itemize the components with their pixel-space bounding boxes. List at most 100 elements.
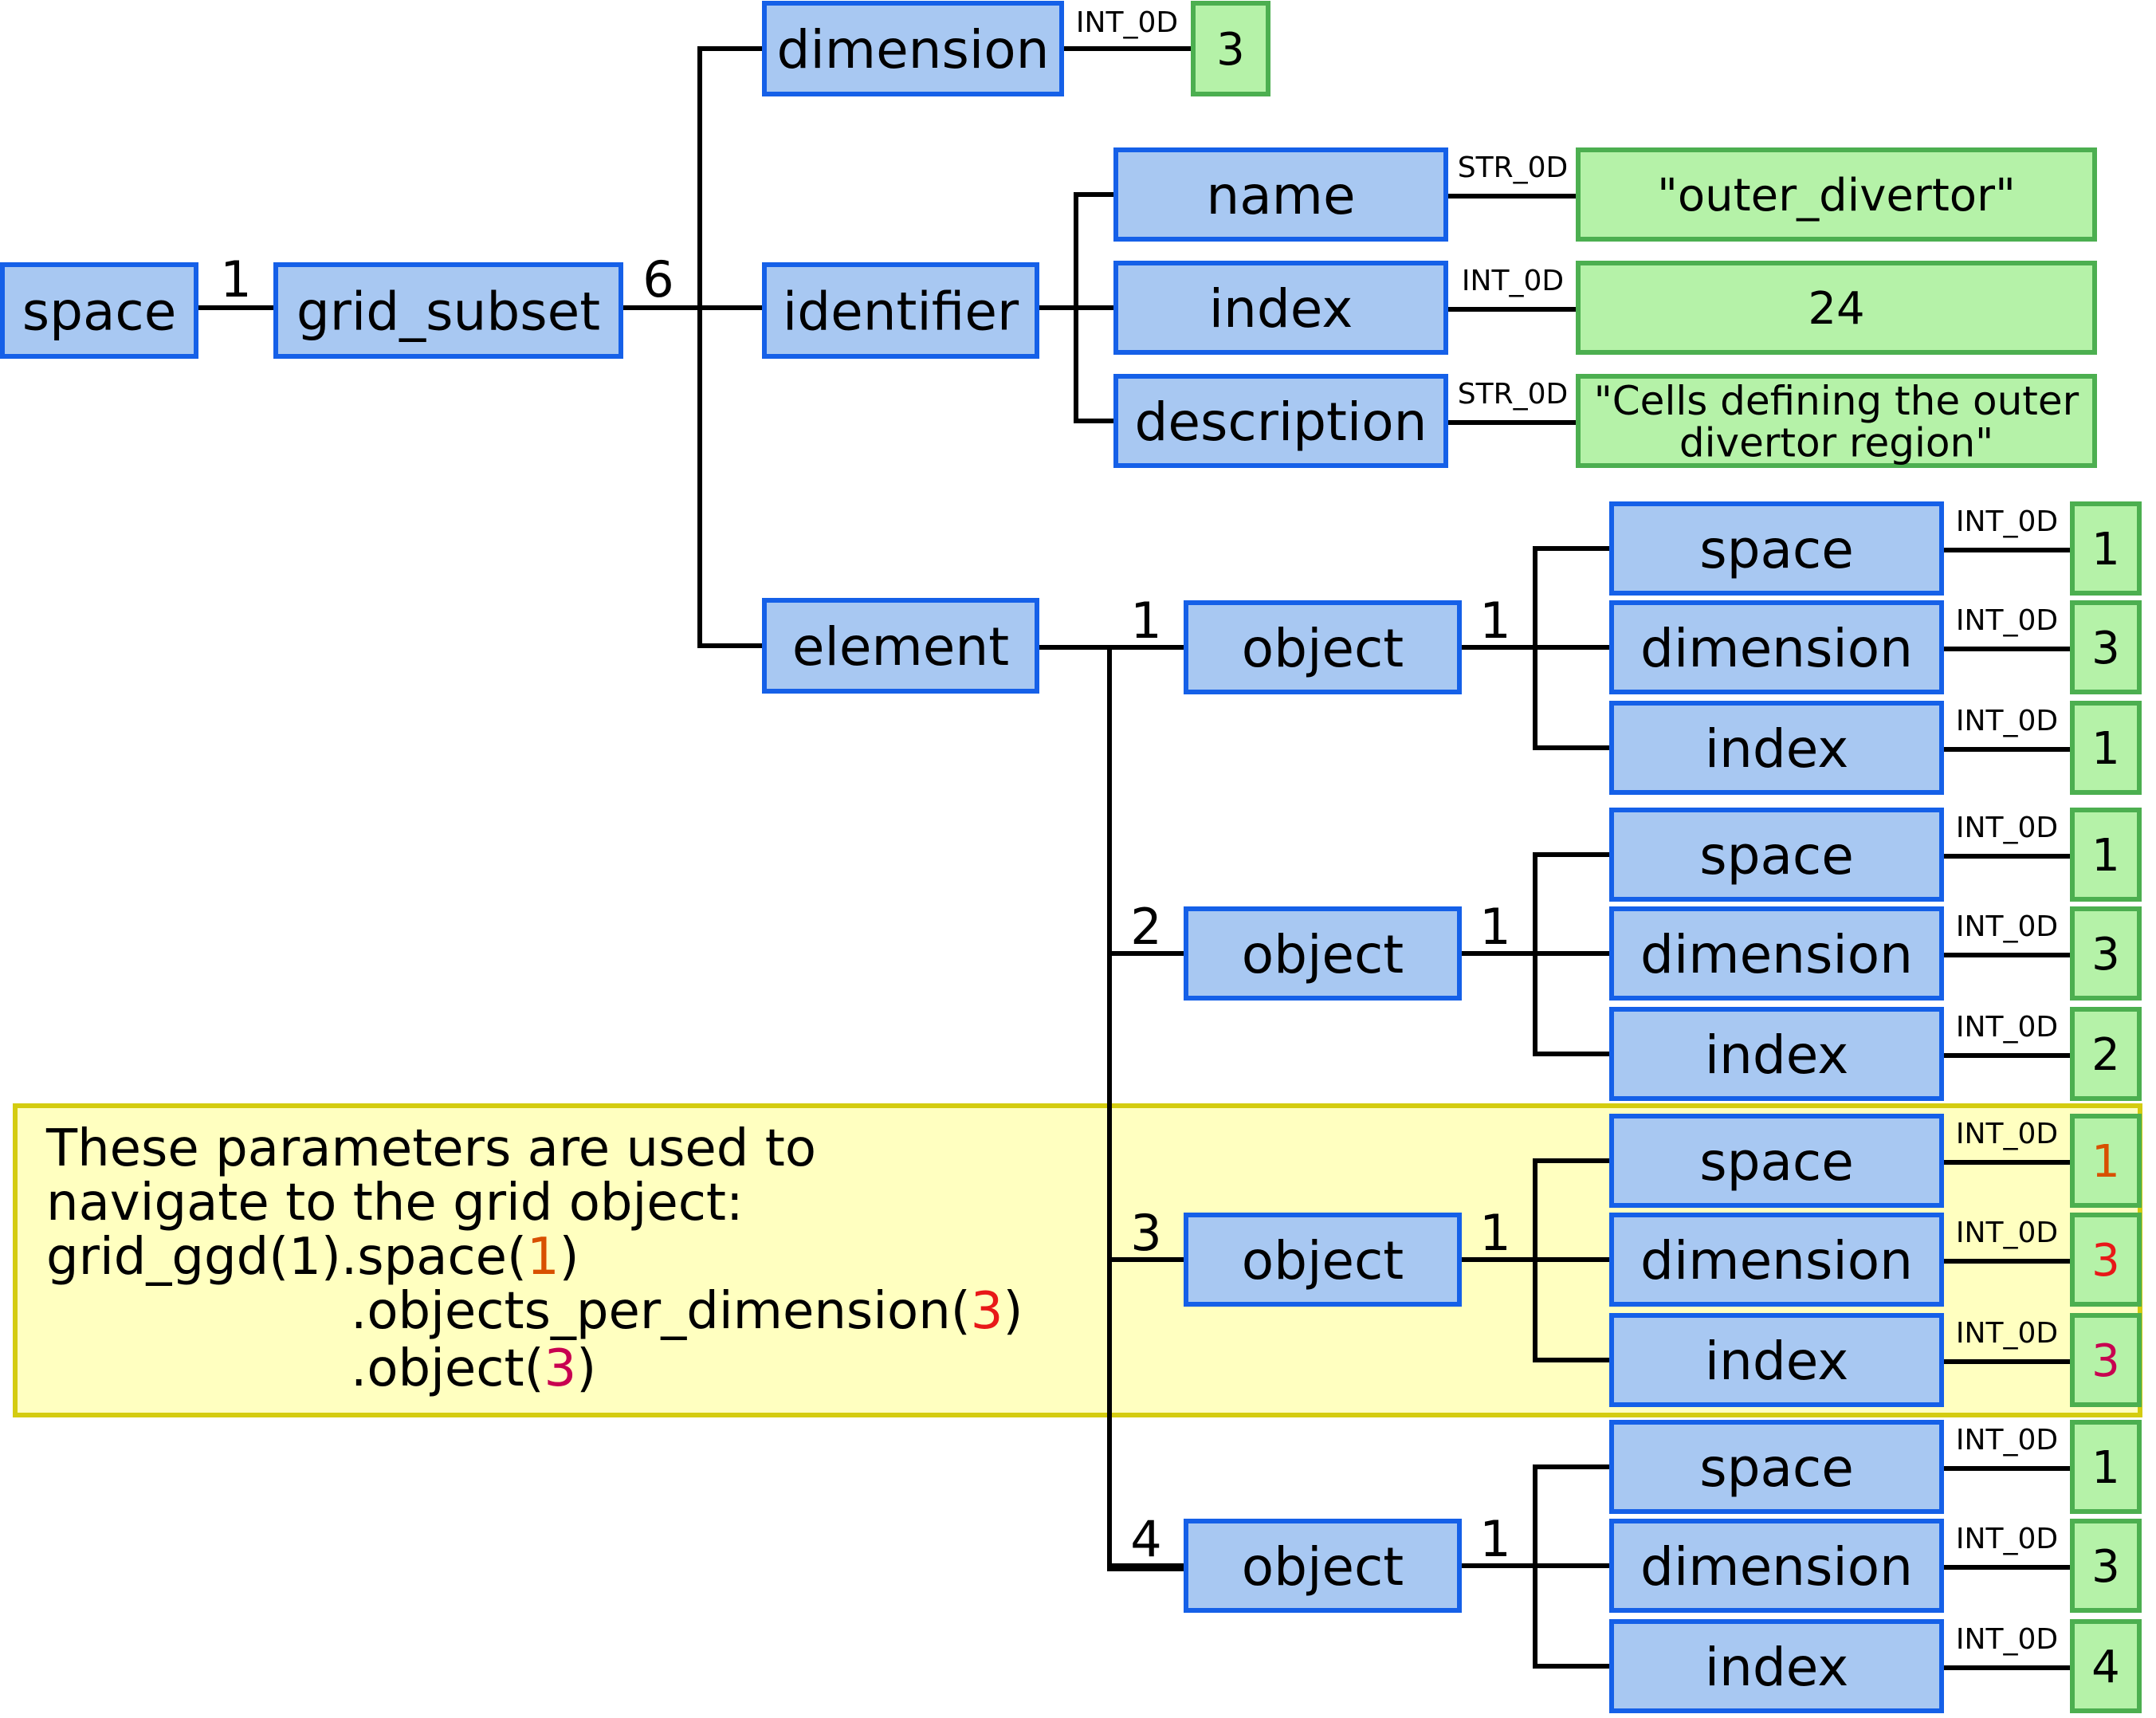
node-object-3-label: object: [1242, 1230, 1404, 1291]
connector-object-2-trunk: [1533, 852, 1612, 1056]
object-index-3: 3: [1130, 1204, 1161, 1262]
value-object-4-dimension-label: 3: [2091, 1541, 2120, 1593]
connector-identifier-trunk: [1074, 192, 1116, 423]
type-identifier-description: STR_0D: [1458, 378, 1568, 411]
value-object-2-space-label: 1: [2091, 830, 2120, 882]
value-object-4-index-label: 4: [2091, 1641, 2120, 1693]
type-object-4-space: INT_0D: [1956, 1424, 2058, 1457]
note-line-3-value: 1: [527, 1228, 560, 1287]
value-object-1-space-label: 1: [2091, 524, 2120, 576]
value-object-3-dimension-label: 3: [2091, 1235, 2120, 1287]
node-object-4-index-label: index: [1705, 1637, 1849, 1698]
object-index-4: 4: [1130, 1510, 1161, 1568]
type-object-3-space: INT_0D: [1956, 1118, 2058, 1150]
connector-grid-subset-trunk: [697, 46, 764, 648]
node-object-1-space: [1609, 501, 1944, 596]
node-grid-subset: [273, 262, 623, 359]
type-object-3-dimension: INT_0D: [1956, 1217, 2058, 1249]
node-identifier-name: [1113, 147, 1448, 242]
node-object-3-dimension: [1609, 1213, 1944, 1307]
note-line-1: These parameters are used to: [45, 1119, 816, 1178]
note-line-4-suffix: ): [1003, 1282, 1023, 1341]
value-identifier-description: [1576, 374, 2097, 468]
node-space-root: [0, 262, 198, 359]
node-element-label: element: [792, 616, 1009, 678]
type-object-4-dimension: INT_0D: [1956, 1523, 2058, 1555]
node-space-root-label: space: [22, 281, 177, 342]
node-identifier-index-label: index: [1209, 278, 1353, 340]
node-object-2-dimension-label: dimension: [1640, 924, 1913, 985]
node-identifier: [762, 262, 1039, 359]
value-object-2-dimension: [2070, 906, 2142, 1001]
object-multiplicity-4: 1: [1479, 1510, 1510, 1568]
node-object-4-index: [1609, 1619, 1944, 1713]
node-object-2-dimension: [1609, 906, 1944, 1001]
node-object-1-dimension: [1609, 600, 1944, 694]
node-object-2-space: [1609, 808, 1944, 902]
value-object-3-space-label: 1: [2091, 1136, 2120, 1188]
value-object-1-index: [2070, 701, 2142, 795]
note-line-5-suffix: ): [576, 1339, 596, 1398]
value-object-3-index-label: 3: [2091, 1335, 2120, 1387]
note-line-4: .objects_per_dimension(3): [351, 1282, 1023, 1341]
object-multiplicity-3: 1: [1479, 1204, 1510, 1262]
node-identifier-index: [1113, 261, 1448, 355]
note-line-3-prefix: grid_ggd(1).space(: [46, 1228, 527, 1287]
node-object-3-index: [1609, 1313, 1944, 1407]
type-identifier-index: INT_0D: [1462, 265, 1564, 297]
type-object-1-index: INT_0D: [1956, 705, 2058, 737]
type-object-4-index: INT_0D: [1956, 1623, 2058, 1656]
value-object-4-index: [2070, 1619, 2142, 1713]
note-line-4-value: 3: [971, 1282, 1003, 1341]
node-object-2-index-label: index: [1705, 1024, 1849, 1086]
node-object-3-space: [1609, 1114, 1944, 1208]
note-line-2: navigate to the grid object:: [46, 1174, 744, 1232]
value-identifier-index: [1576, 261, 2097, 355]
note-line-5-prefix: .object(: [351, 1339, 544, 1398]
multiplicity-grid-subset: 6: [642, 250, 674, 309]
node-dimension: [762, 1, 1064, 96]
value-identifier-index-label: 24: [1808, 283, 1864, 335]
value-identifier-description-text-1: "Cells defining the outer: [1594, 378, 2079, 424]
value-identifier-description-text-2: divertor region": [1679, 419, 1993, 466]
object-index-2: 2: [1130, 898, 1161, 956]
type-object-1-space: INT_0D: [1956, 505, 2058, 538]
connector-object-4-trunk: [1533, 1464, 1612, 1669]
node-object-1-space-label: space: [1699, 519, 1854, 580]
node-object-1-dimension-label: dimension: [1640, 618, 1913, 679]
node-object-1-index-label: index: [1705, 718, 1849, 780]
note-line-3-suffix: ): [560, 1228, 579, 1287]
node-object-1: [1184, 600, 1462, 694]
value-object-2-index: [2070, 1007, 2142, 1101]
value-object-4-space: [2070, 1420, 2142, 1514]
value-identifier-name: [1576, 147, 2097, 242]
type-object-1-dimension: INT_0D: [1956, 604, 2058, 637]
object-index-1: 1: [1130, 592, 1161, 650]
node-object-4-space: [1609, 1420, 1944, 1514]
node-object-2-space-label: space: [1699, 825, 1854, 887]
node-identifier-description-label: description: [1135, 391, 1428, 453]
note-line-4-prefix: .objects_per_dimension(: [351, 1282, 971, 1341]
node-object-2: [1184, 906, 1462, 1001]
connector-object-1-trunk: [1533, 546, 1612, 750]
value-object-1-dimension: [2070, 600, 2142, 694]
type-object-2-space: INT_0D: [1956, 812, 2058, 844]
value-object-3-dimension: [2070, 1213, 2142, 1307]
value-object-1-space: [2070, 501, 2142, 596]
node-object-2-label: object: [1242, 924, 1404, 985]
node-element: [762, 598, 1039, 694]
note-line-3: grid_ggd(1).space(1): [46, 1228, 579, 1287]
node-grid-subset-label: grid_subset: [296, 281, 600, 342]
node-object-4: [1184, 1519, 1462, 1613]
node-object-4-label: object: [1242, 1536, 1404, 1598]
node-object-3-space-label: space: [1699, 1131, 1854, 1193]
value-object-3-space: [2070, 1114, 2142, 1208]
node-object-4-dimension-label: dimension: [1640, 1536, 1913, 1598]
type-dimension: INT_0D: [1076, 6, 1178, 39]
node-object-3-dimension-label: dimension: [1640, 1230, 1913, 1291]
type-object-2-dimension: INT_0D: [1956, 910, 2058, 943]
value-object-2-index-label: 2: [2091, 1029, 2120, 1081]
value-object-4-dimension: [2070, 1519, 2142, 1613]
